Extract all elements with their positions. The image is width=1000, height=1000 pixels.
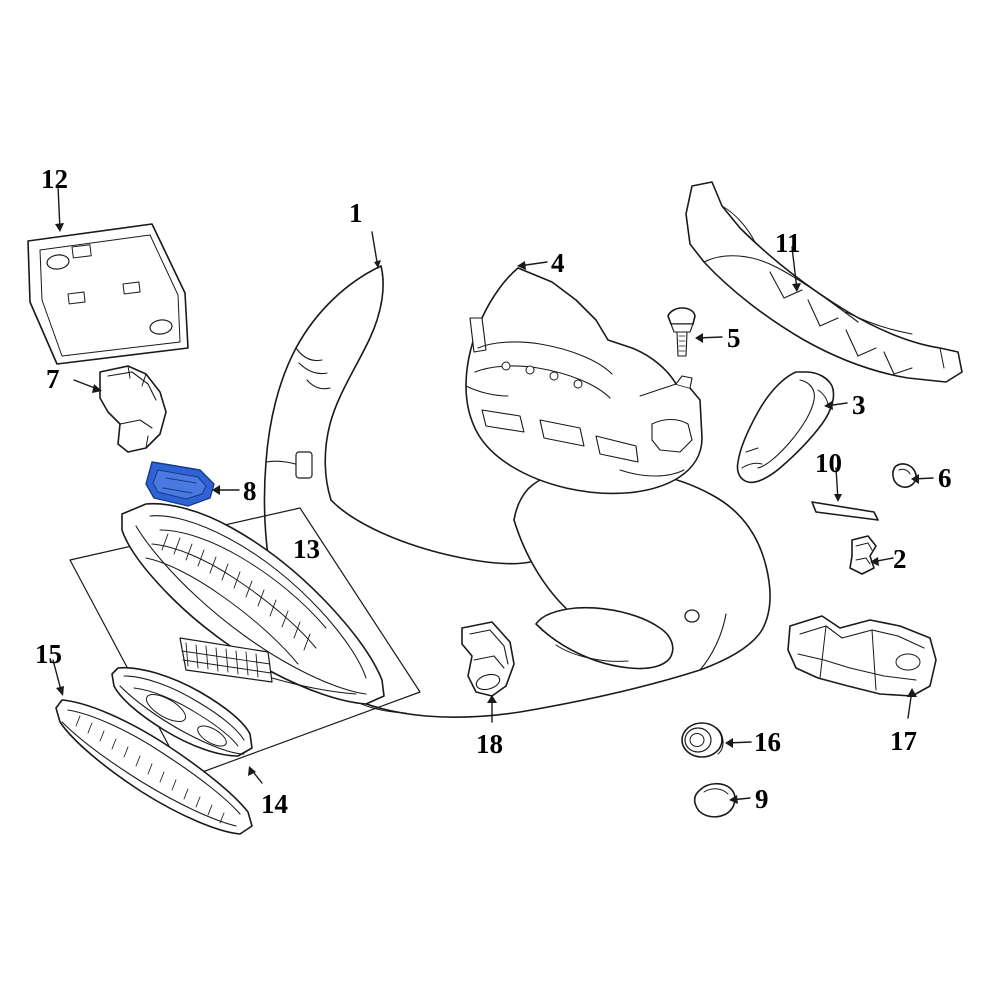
part-10-trim-strip — [811, 501, 879, 521]
callout-9: 9 — [755, 784, 769, 814]
part-14-grille-trim — [111, 666, 253, 757]
callout-17: 17 — [890, 726, 917, 756]
callout-3: 3 — [852, 390, 866, 420]
callout-13: 13 — [293, 534, 320, 564]
part-11-bumper-reinforcement — [685, 181, 963, 383]
part-16-parking-sensor — [681, 722, 724, 758]
callout-11: 11 — [775, 228, 801, 258]
part-3-side-bracket — [736, 371, 835, 484]
callout-7: 7 — [46, 364, 60, 394]
callout-1: 1 — [349, 198, 363, 228]
callout-10: 10 — [815, 448, 842, 478]
callout-8: 8 — [243, 476, 257, 506]
part-1-bumper-cover — [263, 265, 771, 718]
part-5-bolt — [667, 307, 696, 357]
part-2-small-bracket — [849, 535, 877, 575]
part-17-air-guide — [787, 615, 937, 697]
part-9-tow-hook-cover — [693, 782, 736, 818]
callout-5: 5 — [727, 323, 741, 353]
callout-15: 15 — [35, 639, 62, 669]
callout-18: 18 — [476, 729, 503, 759]
part-6-clip — [892, 463, 917, 488]
callout-14: 14 — [261, 789, 288, 819]
callout-2: 2 — [893, 544, 907, 574]
callout-12: 12 — [41, 164, 68, 194]
leader-lines — [52, 185, 934, 804]
part-4-radiator-support — [465, 267, 703, 495]
part-7-left-bracket — [99, 365, 167, 453]
callout-6: 6 — [938, 463, 952, 493]
part-8-highlighted-bracket — [145, 461, 215, 507]
part-12-license-plate-bracket — [27, 223, 189, 365]
part-15-lower-valance — [55, 699, 253, 835]
callout-16: 16 — [754, 727, 781, 757]
part-13-lower-grille-assembly — [69, 502, 421, 779]
callout-4: 4 — [551, 248, 565, 278]
